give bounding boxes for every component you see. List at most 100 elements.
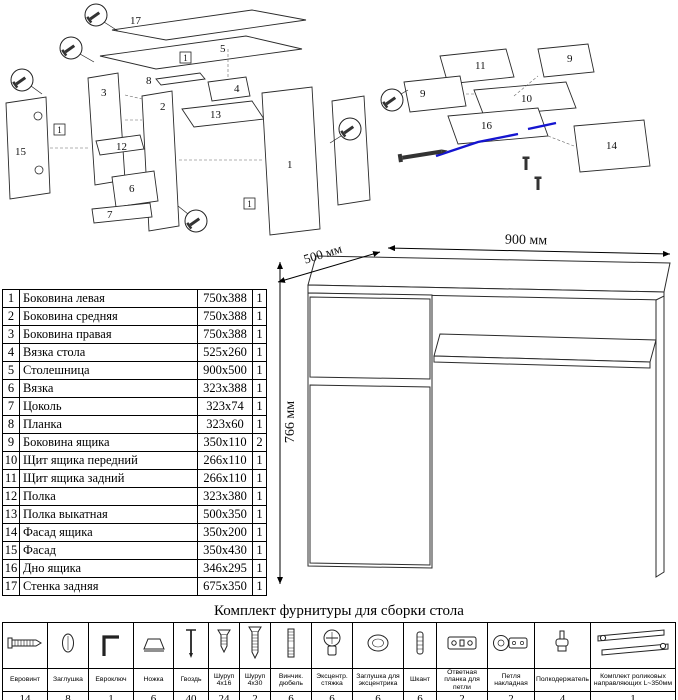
part-name: Боковина правая xyxy=(19,325,198,344)
hardware-item-qty: 2 xyxy=(436,690,488,700)
drawer-slide-rail-highlight xyxy=(435,121,557,158)
part-label-8: 8 xyxy=(146,75,152,87)
assembly-guide-lines xyxy=(50,49,262,161)
part-qty: 1 xyxy=(252,523,267,542)
dimension-width: 900 мм xyxy=(387,233,671,257)
cam-cover-icon xyxy=(367,634,389,652)
parts-table: 1 Боковина левая 750x388 1 2 Боковина ср… xyxy=(2,289,267,596)
part-number: 9 xyxy=(2,433,20,452)
hardware-item-label: Шуруп 4x30 xyxy=(239,668,271,692)
part-qty: 1 xyxy=(252,343,267,362)
part-label-9a: 9 xyxy=(567,53,573,65)
hardware-item-qty: 6 xyxy=(133,690,174,700)
parts-table-row: 10 Щит ящика передний 266x110 1 xyxy=(2,451,267,470)
wood-dowel-icon xyxy=(416,631,424,655)
part-name: Стенка задняя xyxy=(19,577,198,596)
hardware-item-qty: 6 xyxy=(403,690,437,700)
part-number: 15 xyxy=(2,541,20,560)
desk-detail-lines xyxy=(431,295,657,577)
parts-table-row: 14 Фасад ящика 350x200 1 xyxy=(2,523,267,542)
hardware-item-label: Ответная планка для петли xyxy=(436,668,488,692)
hardware-item-label: Шуруп 4x16 xyxy=(208,668,240,692)
part-name: Боковина ящика xyxy=(19,433,198,452)
part-qty: 1 xyxy=(252,361,267,380)
hardware-item-label: Петля накладная xyxy=(487,668,535,692)
hinge-plate-icon xyxy=(447,636,477,650)
cam-lock-icon xyxy=(323,629,341,656)
desk-door-front xyxy=(309,384,431,566)
part-label-9b: 9 xyxy=(420,88,426,100)
screw-detail-callout xyxy=(177,205,208,233)
part-label-2: 2 xyxy=(160,101,166,113)
part-qty: 1 xyxy=(252,451,267,470)
part-size: 750x388 xyxy=(197,325,253,344)
part-qty: 1 xyxy=(252,397,267,416)
dimension-height: 766 мм xyxy=(277,262,298,584)
part-number: 7 xyxy=(2,397,20,416)
part-size: 675x350 xyxy=(197,577,253,596)
hardware-item-label: Евроключ xyxy=(88,668,134,692)
part-number: 10 xyxy=(2,451,20,470)
screw-detail-callout xyxy=(329,117,362,144)
hardware-labels-row: Евровинт Заглушка Евроключ Ножка Гвоздь … xyxy=(2,668,676,692)
part-number: 13 xyxy=(2,505,20,524)
hardware-item-qty: 6 xyxy=(311,690,353,700)
part-name: Полка выкатная xyxy=(19,505,198,524)
part-label-7: 7 xyxy=(107,209,113,221)
part-name: Фасад ящика xyxy=(19,523,198,542)
parts-table-row: 9 Боковина ящика 350x110 2 xyxy=(2,433,267,452)
part-label-13: 13 xyxy=(210,109,222,121)
part-qty: 1 xyxy=(252,577,267,596)
part-number: 17 xyxy=(2,577,20,596)
part-label-15: 15 xyxy=(15,146,27,158)
part-size: 266x110 xyxy=(197,469,253,488)
door-hinges xyxy=(33,111,44,175)
screw-short-icon xyxy=(217,629,231,654)
part-qty: 1 xyxy=(252,415,267,434)
part-number: 2 xyxy=(2,307,20,326)
hardware-item-qty: 8 xyxy=(47,690,89,700)
part-size: 323x60 xyxy=(197,415,253,434)
part-number: 3 xyxy=(2,325,20,344)
exploded-desk-diagram: 1 1 1 17 5 8 3 2 13 12 6 7 15 1 4 xyxy=(5,3,371,236)
part-label-11: 11 xyxy=(475,60,486,72)
parts-table-row: 16 Дно ящика 346x295 1 xyxy=(2,559,267,578)
part-name: Вязка стола xyxy=(19,343,198,362)
part-size: 350x200 xyxy=(197,523,253,542)
hex-key-icon xyxy=(102,635,119,656)
screw-long-icon xyxy=(248,626,262,660)
door-panel xyxy=(5,96,51,200)
drawer-side-panel-left xyxy=(403,75,467,113)
left-side-panel xyxy=(261,86,321,236)
part-label-1: 1 xyxy=(287,159,293,171)
part-number: 5 xyxy=(2,361,20,380)
rolling-shelf-panel xyxy=(181,100,265,128)
part-label-10: 10 xyxy=(521,93,533,105)
hardware-table: Евровинт Заглушка Евроключ Ножка Гвоздь … xyxy=(2,622,676,700)
hinge-icon xyxy=(493,635,528,651)
part-label-16: 16 xyxy=(481,120,493,132)
hardware-item-label: Заглушка xyxy=(47,668,89,692)
parts-table-row: 17 Стенка задняя 675x350 1 xyxy=(2,577,267,596)
shelf-panel xyxy=(95,134,145,156)
part-qty: 1 xyxy=(252,289,267,308)
parts-table-row: 2 Боковина средняя 750x388 1 xyxy=(2,307,267,326)
part-name: Полка xyxy=(19,487,198,506)
drawer-side-panel-right xyxy=(537,43,595,78)
part-size: 500x350 xyxy=(197,505,253,524)
screw-detail-callout xyxy=(84,3,119,32)
parts-table-row: 8 Планка 323x60 1 xyxy=(2,415,267,434)
part-number: 14 xyxy=(2,523,20,542)
part-name: Щит ящика передний xyxy=(19,451,198,470)
back-wall-panel xyxy=(111,9,307,41)
hardware-item-qty: 2 xyxy=(487,690,535,700)
nail-icon xyxy=(186,629,196,658)
part-size: 323x380 xyxy=(197,487,253,506)
part-size: 350x110 xyxy=(197,433,253,452)
tabletop-panel xyxy=(99,35,303,70)
small-tie-panel xyxy=(111,170,159,208)
part-qty: 1 xyxy=(252,307,267,326)
hardware-item-qty: 6 xyxy=(270,690,312,700)
hardware-ref-label: 1 xyxy=(243,197,256,210)
outer-side-panel xyxy=(331,95,371,206)
